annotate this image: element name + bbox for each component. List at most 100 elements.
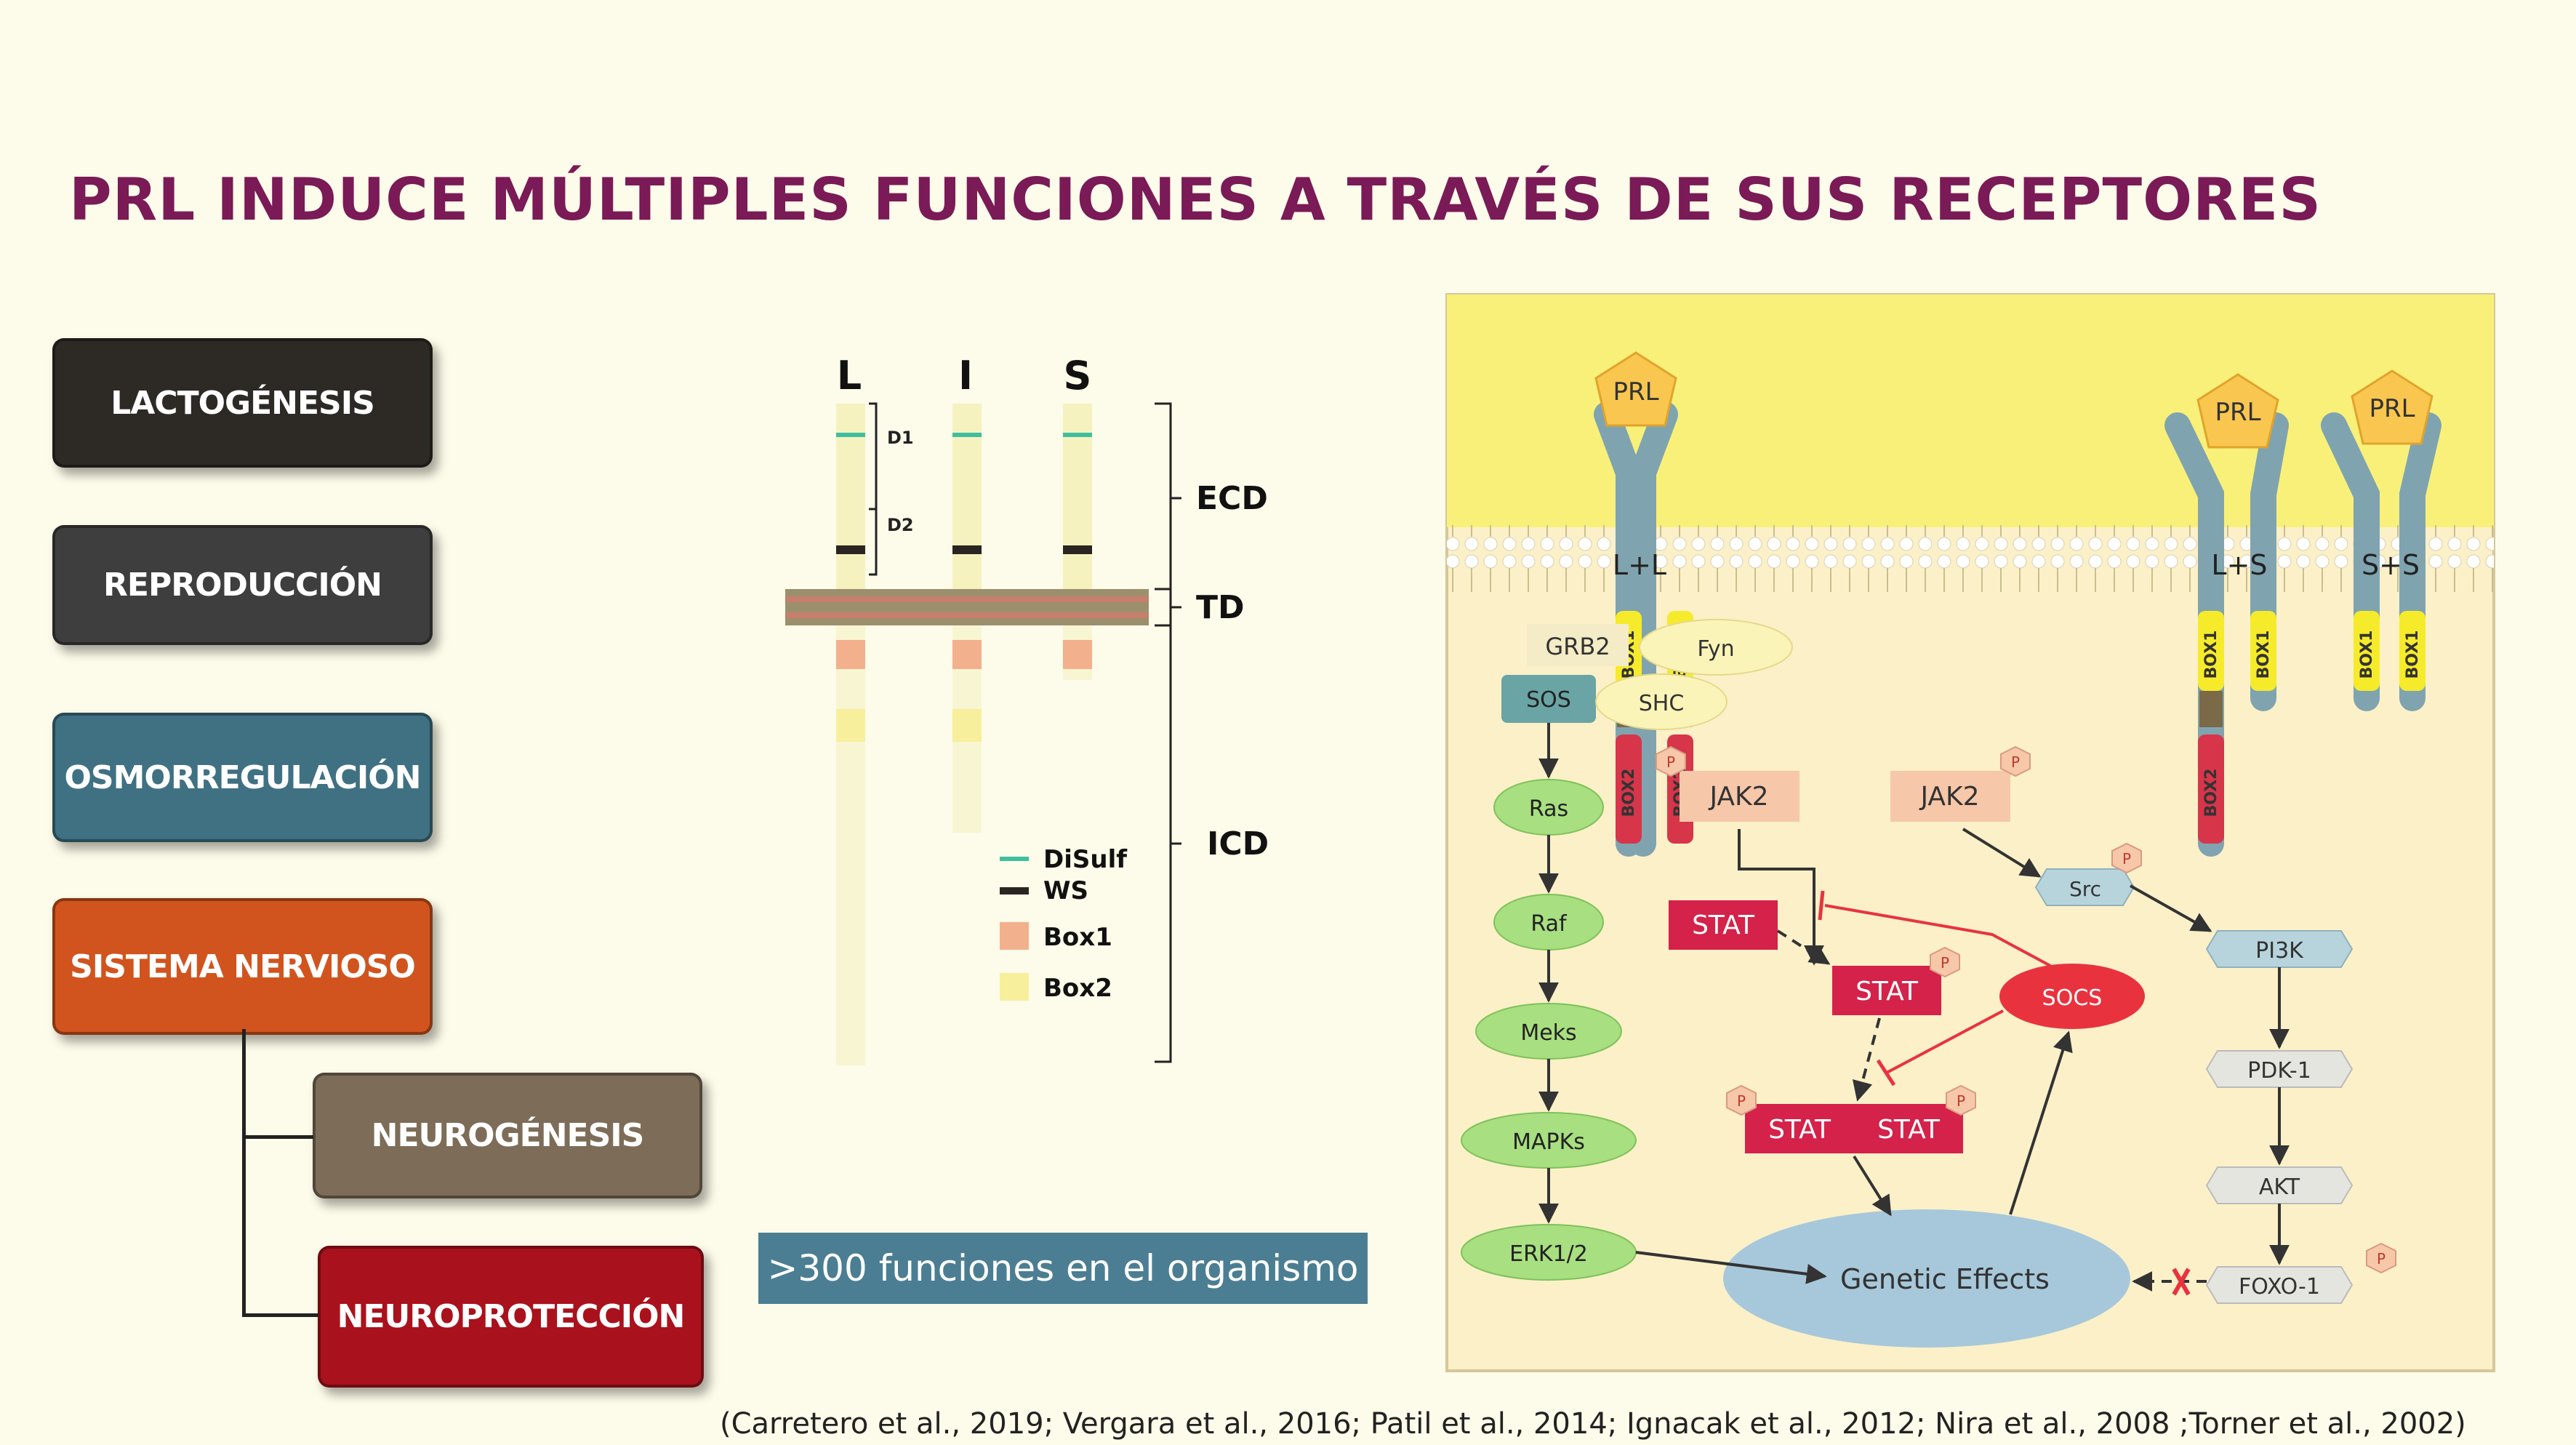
legend-disulf: DiSulf bbox=[1043, 845, 1128, 874]
isoform-i-box1 bbox=[952, 640, 982, 669]
erk-label: ERK1/2 bbox=[1509, 1241, 1588, 1267]
arrow-stat2-dimer bbox=[1852, 1017, 1881, 1102]
osmoregulation-box: OSMORREGULACIÓN bbox=[52, 713, 433, 842]
membrane-band-stripe bbox=[785, 596, 1149, 602]
akt-node bbox=[2205, 1166, 2354, 1204]
fyn-label: Fyn bbox=[1697, 636, 1734, 662]
arrow-stat1-stat2 bbox=[1776, 929, 1831, 965]
arrow-jak2-stat bbox=[1738, 829, 1824, 966]
foxo1-node bbox=[2205, 1266, 2354, 1304]
arrow-jak2-src bbox=[1962, 828, 2042, 878]
src-phospho bbox=[2111, 842, 2142, 874]
blocked-x-icon bbox=[2172, 1268, 2191, 1296]
jak2-label-left: JAK2 bbox=[1708, 782, 1768, 812]
arrow-genetic-socs bbox=[2009, 1030, 2073, 1215]
receptor-ls-box1-b bbox=[2250, 611, 2276, 691]
isoform-l-box1 bbox=[836, 640, 865, 669]
genetic-effects-label: Genetic Effects bbox=[1840, 1263, 2050, 1295]
legend-box2: Box2 bbox=[1043, 974, 1112, 1003]
stat-dimer-b bbox=[1854, 1104, 1963, 1153]
receptor-ls-box1-a bbox=[2198, 611, 2224, 691]
stat-2-phospho bbox=[1930, 946, 1960, 978]
receptor-ss-box1-label-b: BOX1 bbox=[2404, 631, 2422, 679]
socs-inhibit-stat-bar bbox=[1876, 1059, 1896, 1086]
shc-node bbox=[1595, 673, 1728, 730]
foxo1-phospho-label: P bbox=[2377, 1250, 2386, 1268]
jak2-right-phospho-label: P bbox=[2011, 753, 2020, 771]
shc-label: SHC bbox=[1639, 691, 1685, 716]
foxo1-phospho bbox=[2366, 1242, 2396, 1274]
stat-dimer-a-phospho-label: P bbox=[1737, 1092, 1746, 1110]
socs-label: SOCS bbox=[2042, 985, 2103, 1011]
prl-ligand-ll bbox=[1594, 351, 1677, 427]
sos-label: SOS bbox=[1526, 687, 1571, 713]
grb2-label: GRB2 bbox=[1545, 633, 1610, 660]
receptor-ls-gap bbox=[2199, 691, 2223, 727]
td-label: TD bbox=[1196, 589, 1245, 626]
citation: (Carretero et al., 2019; Vergara et al.,… bbox=[720, 1407, 2466, 1441]
receptor-ls-box1-label-a: BOX1 bbox=[2202, 631, 2220, 679]
page-title: PRL INDUCE MÚLTIPLES FUNCIONES A TRAVÉS … bbox=[69, 166, 2322, 233]
socs-inhibit-stat bbox=[1886, 1009, 2004, 1074]
td-bracket bbox=[1155, 588, 1172, 627]
isoform-i-box2 bbox=[952, 709, 982, 742]
jak2-left-phospho bbox=[1656, 745, 1686, 777]
genetic-effects-node bbox=[1723, 1209, 2130, 1348]
foxo1-label: FOXO-1 bbox=[2239, 1274, 2320, 1300]
akt-label: AKT bbox=[2259, 1174, 2300, 1200]
stat-label-1: STAT bbox=[1692, 910, 1755, 940]
icd-label: ICD bbox=[1207, 825, 1269, 862]
receptor-ls-box2 bbox=[2198, 734, 2224, 844]
pdk1-label: PDK-1 bbox=[2247, 1058, 2311, 1084]
mapks-label: MAPKs bbox=[1512, 1129, 1585, 1155]
receptor-ls-box2-label: BOX2 bbox=[2202, 769, 2220, 817]
prl-label-ls: PRL bbox=[2215, 398, 2260, 427]
socs-inhibit-jak2 bbox=[1824, 904, 2051, 967]
ecd-label: ECD bbox=[1196, 480, 1268, 517]
raf-label: Raf bbox=[1530, 911, 1568, 937]
receptor-ll-box2-label-a: BOX2 bbox=[1620, 769, 1638, 817]
isoform-label-s: S bbox=[1064, 353, 1092, 399]
membrane-band bbox=[785, 589, 1149, 625]
tree-connector-neuroprotection bbox=[242, 1313, 318, 1317]
functions-banner: >300 funciones en el organismo bbox=[758, 1233, 1368, 1304]
nervous-system-box: SISTEMA NERVIOSO bbox=[52, 898, 433, 1035]
cell-membrane bbox=[1447, 525, 2494, 592]
legend-box1-swatch bbox=[1000, 922, 1029, 950]
isoform-l-box2 bbox=[836, 709, 865, 742]
prl-ligand-ss bbox=[2351, 369, 2433, 445]
d1-label: D1 bbox=[887, 428, 914, 448]
ras-label: Ras bbox=[1529, 796, 1568, 822]
pi3k-label: PI3K bbox=[2255, 938, 2304, 964]
receptor-ss-box1-a bbox=[2354, 611, 2380, 691]
receptor-ll-label: L+L bbox=[1613, 549, 1666, 581]
receptor-ls-box1-label-b: BOX1 bbox=[2255, 631, 2273, 679]
neurogenesis-box: NEUROGÉNESIS bbox=[313, 1073, 702, 1198]
legend-disulf-swatch bbox=[1000, 857, 1029, 861]
pdk1-node bbox=[2205, 1050, 2354, 1088]
receptor-ss-box1-label-a: BOX1 bbox=[2358, 631, 2376, 679]
tree-connector-neurogenesis bbox=[242, 1135, 313, 1139]
prl-label-ll: PRL bbox=[1613, 377, 1658, 407]
stat-node-2 bbox=[1832, 966, 1941, 1015]
stat-dimer-b-phospho bbox=[1946, 1084, 1976, 1116]
socs-node bbox=[1999, 964, 2145, 1029]
legend-box2-swatch bbox=[1000, 973, 1029, 1001]
isoform-l-ws bbox=[836, 545, 865, 554]
socs-inhibit-jak2-bar bbox=[1818, 890, 1825, 921]
legend-box1: Box1 bbox=[1043, 923, 1112, 952]
src-phospho-label: P bbox=[2122, 850, 2131, 868]
isoform-label-l: L bbox=[837, 353, 862, 399]
jak2-node-right bbox=[1890, 771, 2010, 822]
src-label: Src bbox=[2069, 877, 2101, 901]
isoform-s-disulf bbox=[1063, 433, 1092, 437]
stat-dimer-a-label: STAT bbox=[1768, 1115, 1831, 1145]
prl-label-ss: PRL bbox=[2369, 394, 2415, 423]
d2-label: D2 bbox=[887, 515, 914, 535]
prl-ligand-ls bbox=[2196, 373, 2279, 449]
isoform-s-ws bbox=[1063, 545, 1092, 554]
stat-node-1 bbox=[1669, 900, 1778, 950]
jak2-right-phospho bbox=[2000, 745, 2031, 777]
icd-bracket bbox=[1155, 624, 1172, 1063]
arrow-dimer-genetic bbox=[1853, 1155, 1892, 1217]
